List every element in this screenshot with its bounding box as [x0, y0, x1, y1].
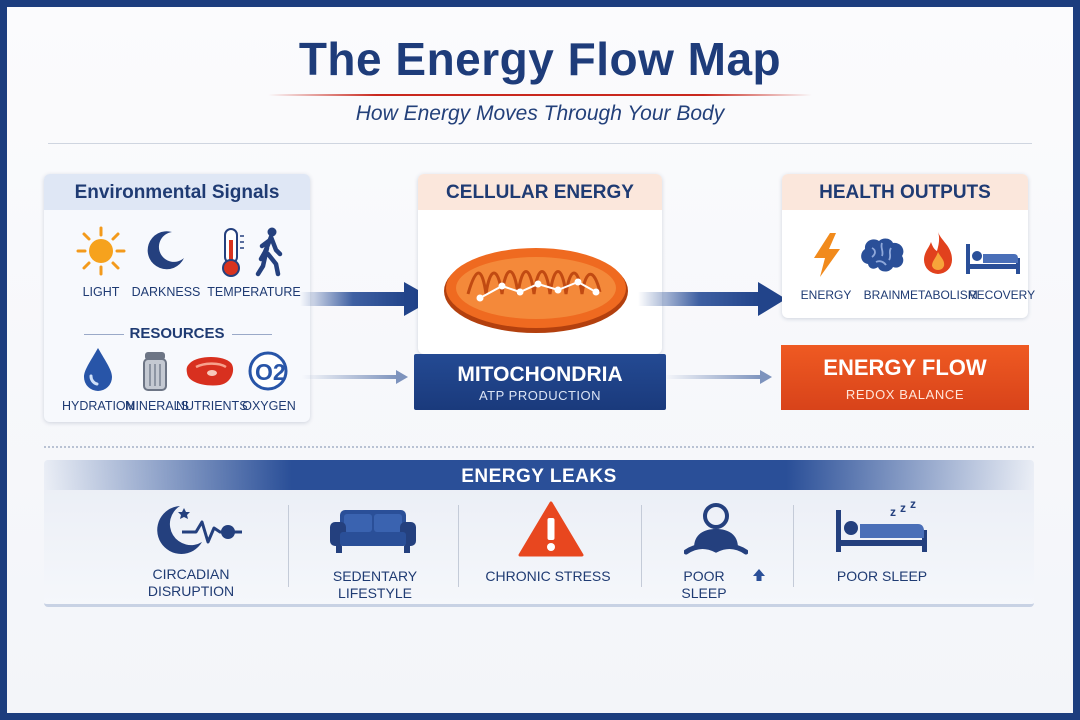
- water-drop-icon: [84, 348, 112, 391]
- svg-text:z: z: [890, 505, 896, 519]
- sleeping-bed-icon: z z z: [836, 500, 927, 552]
- environmental-signals-title: Environmental Signals: [44, 174, 310, 210]
- resource-label-oxygen: OXYGEN: [242, 399, 296, 413]
- svg-text:z: z: [910, 500, 916, 511]
- leak-label-sedentary: SEDENTARY LIFESTYLE: [332, 568, 418, 601]
- flow-arrow-signals: [300, 282, 434, 316]
- resource-label-hydration: HYDRATION: [62, 399, 135, 413]
- flow-arrow-energy: [664, 370, 772, 384]
- leak-label-circadian: CIRCADIAN DISRUPTION: [136, 566, 246, 600]
- cellular-energy-title: CELLULAR ENERGY: [418, 174, 662, 210]
- resources-rule-right: [232, 334, 272, 335]
- resource-label-minerals: MINERALS: [125, 399, 189, 413]
- leak-divider-2: [458, 505, 459, 587]
- warning-icon: [518, 501, 584, 557]
- salt-shaker-icon: [143, 352, 167, 391]
- output-label-brain: BRAIN: [863, 288, 901, 302]
- flow-arrow-resources: [302, 370, 408, 384]
- mitochondria-title: MITOCHONDRIA: [457, 363, 623, 386]
- moon-icon: [147, 231, 184, 270]
- person-meditating-icon: [684, 503, 748, 555]
- resource-label-nutrients: NUTRIENTS: [176, 399, 248, 413]
- arrow-up-icon: [753, 569, 765, 581]
- leak-label-circadian-line1: CIRCADIAN: [152, 566, 230, 582]
- health-outputs-title: HEALTH OUTPUTS: [782, 174, 1028, 210]
- energy-flow-subtitle: REDOX BALANCE: [845, 387, 965, 402]
- page-title: The Energy Flow Map: [298, 33, 782, 85]
- header-divider: [48, 143, 1032, 144]
- leak-label-poor-sleep-2: POOR SLEEP: [836, 568, 928, 584]
- resources-title: RESOURCES: [129, 325, 225, 342]
- resources-rule-left: [84, 334, 124, 335]
- section-divider-dotted: [44, 446, 1034, 448]
- leak-label-chronic-stress: CHRONIC STRESS: [485, 568, 611, 584]
- leak-divider-1: [288, 505, 289, 587]
- steak-icon: [186, 357, 234, 386]
- bed-icon: [966, 244, 1020, 274]
- brain-icon: [861, 238, 904, 272]
- mitochondria-subtitle: ATP PRODUCTION: [478, 388, 602, 403]
- signal-label-darkness: DARKNESS: [131, 285, 201, 299]
- output-label-energy: ENERGY: [800, 288, 852, 302]
- lightning-icon: [814, 233, 840, 277]
- energy-flow-banner: ENERGY FLOW REDOX BALANCE: [781, 345, 1029, 410]
- leak-label-circadian-line2: DISRUPTION: [147, 583, 235, 599]
- page-subtitle: How Energy Moves Through Your Body: [355, 102, 725, 125]
- flame-icon: [924, 232, 952, 274]
- leak-label-poor-sleep-1: POOR SLEEP: [681, 568, 727, 601]
- energy-flow-title: ENERGY FLOW: [823, 355, 987, 380]
- energy-leaks-header: [44, 460, 1034, 490]
- circadian-moon-icon: [157, 506, 242, 554]
- signal-label-light: LIGHT: [82, 285, 120, 299]
- title-underline: [268, 94, 812, 96]
- leak-divider-4: [793, 505, 794, 587]
- energy-leaks-title: ENERGY LEAKS: [461, 466, 617, 487]
- output-label-metabolism: METABOLISM: [900, 288, 978, 302]
- mitochondria-banner: MITOCHONDRIA ATP PRODUCTION: [414, 354, 666, 410]
- svg-text:z: z: [900, 501, 906, 515]
- sun-icon: [76, 226, 126, 276]
- flow-arrow-outputs: [638, 282, 786, 316]
- oxygen-icon: O2: [248, 351, 288, 391]
- leak-divider-3: [641, 505, 642, 587]
- oxygen-glyph: O2: [255, 359, 286, 385]
- sofa-icon: [330, 510, 416, 553]
- signal-label-temperature: TEMPERATURE: [207, 285, 301, 299]
- mitochondria-icon: [444, 248, 628, 333]
- thermometer-icon: [222, 227, 283, 277]
- output-label-recovery: RECOVERY: [968, 288, 1036, 302]
